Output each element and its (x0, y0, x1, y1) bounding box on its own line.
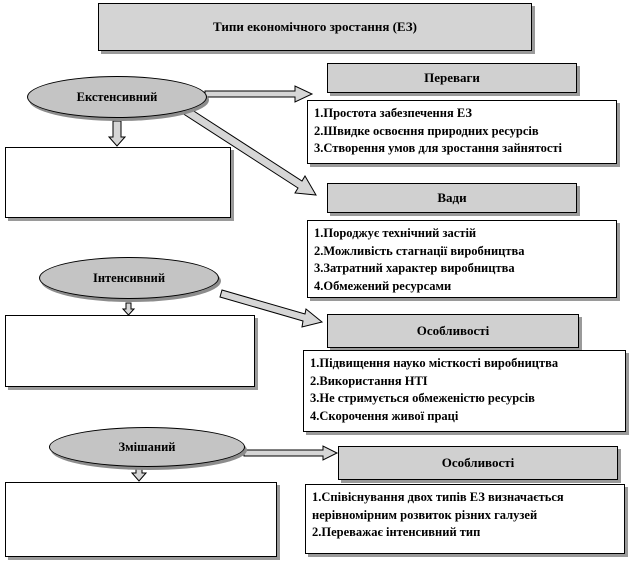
intensive-features-header-text: Особливості (416, 323, 490, 338)
list-item: нерівномірним розвиток різних галузей (312, 507, 538, 522)
list-item: 2.Можливість стагнації виробництва (314, 243, 525, 258)
intensive-features-header: Особливості (327, 314, 579, 348)
disadvantages-header-text: Вади (437, 190, 467, 205)
list-item: 4.Скорочення живої праці (310, 408, 459, 423)
node-intensive: Інтенсивний (39, 257, 219, 299)
arrow-mixed-down (130, 467, 148, 482)
list-item: 1.Простота забезпечення ЕЗ (314, 106, 472, 120)
node-extensive-label: Екстенсивний (76, 89, 158, 104)
list-item: 2.Використання НТІ (310, 373, 428, 388)
extensive-empty-box (5, 147, 231, 218)
diagram-title: Типи економічного зростання (ЕЗ) (98, 3, 532, 51)
intensive-empty-box (5, 315, 255, 387)
arrow-extensive-down (107, 120, 127, 147)
disadvantages-list: 1.Породжує технічний застій 2.Можливість… (307, 220, 617, 298)
node-mixed: Змішаний (49, 427, 245, 467)
node-intensive-label: Інтенсивний (92, 270, 166, 285)
intensive-features-list: 1.Підвищення науко місткості виробництва… (303, 350, 626, 432)
list-item: 3.Не стримується обмеженістю ресурсів (310, 391, 535, 405)
list-item: 1.Підвищення науко місткості виробництва (310, 356, 559, 370)
mixed-features-header-text: Особливості (441, 455, 515, 470)
arrow-mixed-features (243, 445, 339, 461)
list-item: 1.Співіснування двох типів ЕЗ визначаєть… (312, 490, 564, 504)
arrow-extensive-disadvantages (181, 105, 317, 196)
list-item: 4.Обмежений ресурсами (314, 278, 452, 293)
list-item: 1.Породжує технічний застій (314, 226, 477, 240)
node-extensive: Екстенсивний (27, 76, 207, 118)
list-item: 2.Переважає інтенсивний тип (312, 525, 481, 539)
disadvantages-header: Вади (327, 183, 577, 213)
arrow-extensive-advantages (204, 85, 314, 103)
arrow-intensive-features (219, 289, 324, 328)
mixed-features-header: Особливості (338, 446, 618, 480)
list-item: 3.Створення умов для зростання зайнятост… (314, 141, 562, 155)
diagram-title-text: Типи економічного зростання (ЕЗ) (213, 19, 417, 34)
list-item: 2.Швидке освоєння природних ресурсів (314, 123, 539, 138)
advantages-list: 1.Простота забезпечення ЕЗ 2.Швидке осво… (307, 100, 617, 164)
advantages-header: Переваги (327, 63, 577, 93)
mixed-features-list: 1.Співіснування двох типів ЕЗ визначаєть… (305, 484, 625, 554)
list-item: 3.Затратний характер виробництва (314, 261, 515, 275)
arrow-intensive-down (121, 302, 136, 316)
node-mixed-label: Змішаний (118, 439, 176, 454)
advantages-header-text: Переваги (424, 70, 480, 85)
mixed-empty-box (5, 482, 277, 557)
